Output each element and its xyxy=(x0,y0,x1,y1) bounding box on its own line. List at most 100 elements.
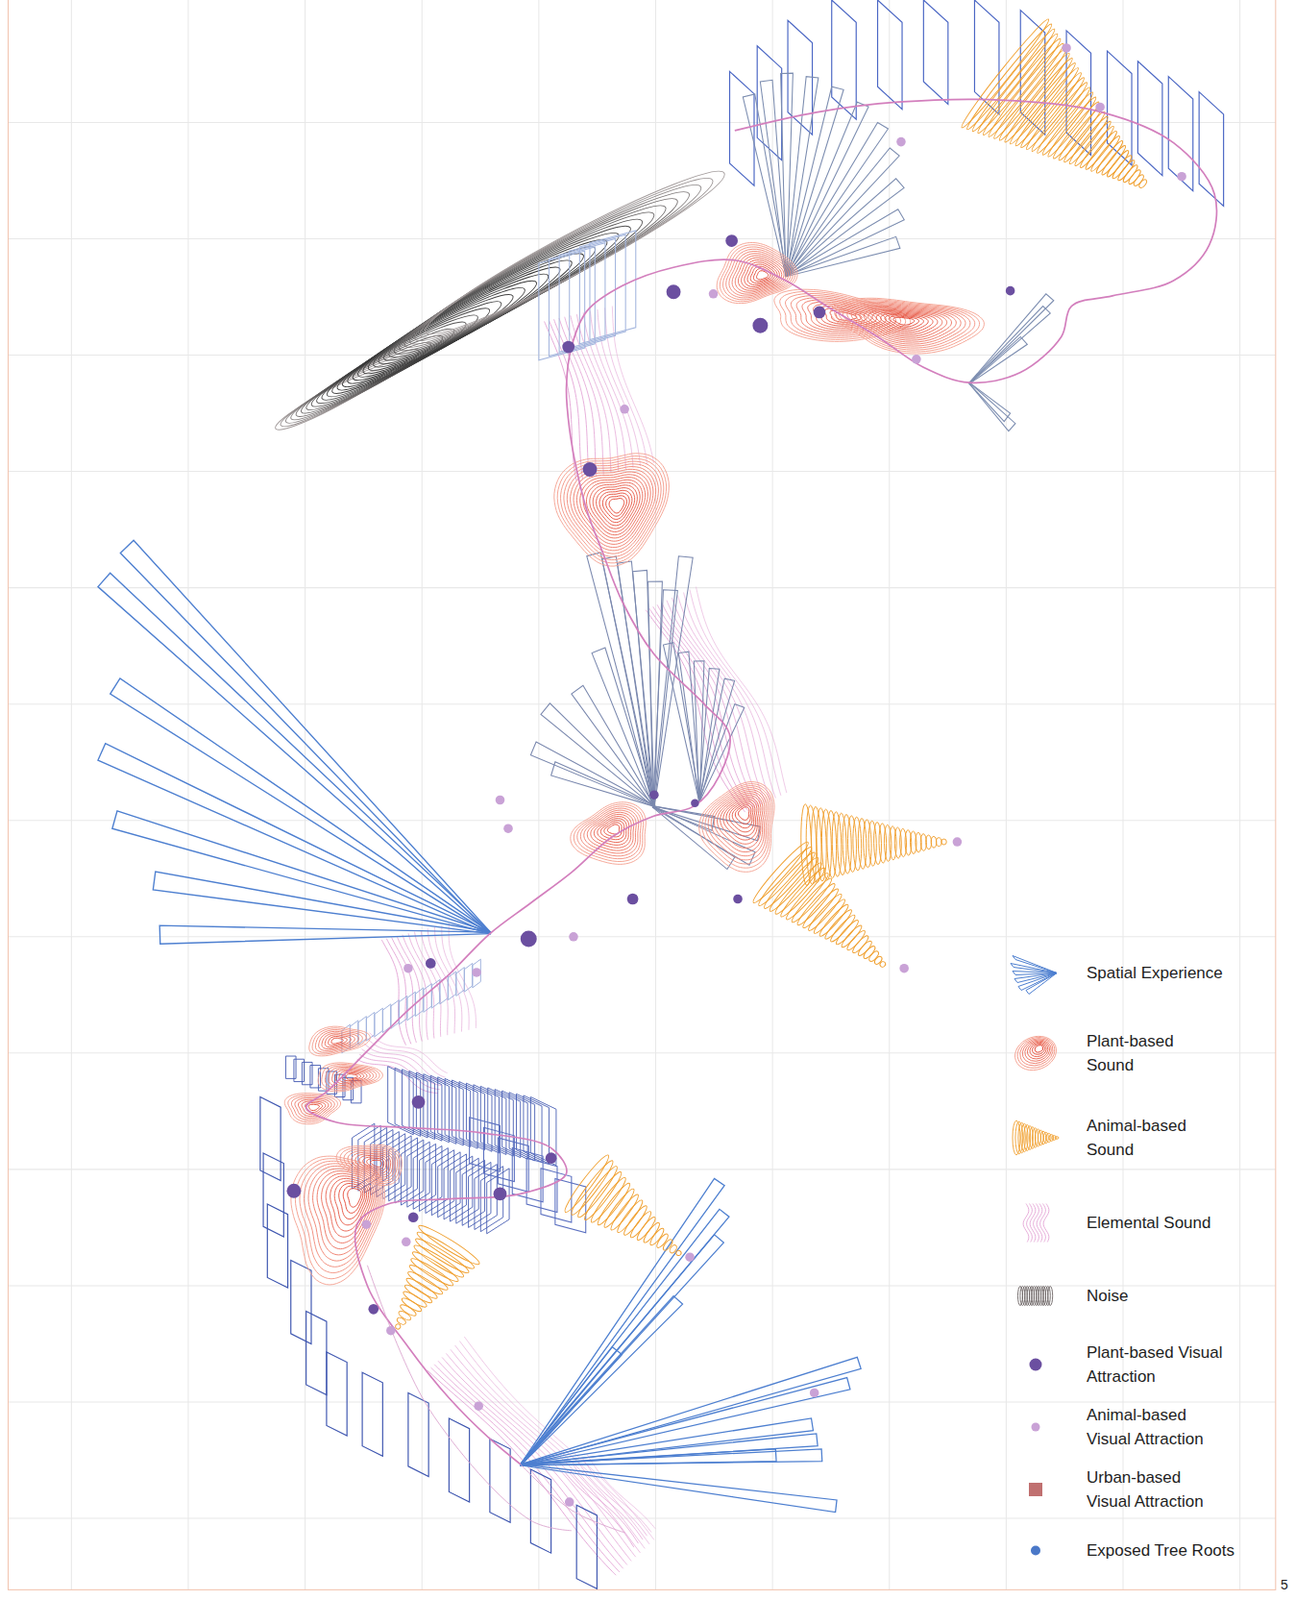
contour xyxy=(324,1034,351,1048)
legend-dot xyxy=(1031,1422,1041,1432)
sound-loop xyxy=(668,1243,679,1254)
swatch-contour xyxy=(1033,1044,1045,1053)
contour xyxy=(599,489,633,522)
spatial-plane xyxy=(520,1234,725,1466)
sound-loop xyxy=(833,917,861,947)
contour xyxy=(847,303,966,347)
contour xyxy=(604,822,622,837)
legend-item: Plant-based Sound xyxy=(1086,1028,1198,1077)
spatial-plane xyxy=(1137,61,1162,176)
spatial-plane xyxy=(97,572,491,933)
swatch-wave xyxy=(1026,1202,1033,1242)
sound-loop xyxy=(845,928,868,952)
sound-loop xyxy=(847,815,857,873)
spatial-plane xyxy=(530,1097,557,1166)
plant-visual-dot xyxy=(367,1303,379,1315)
spatial-plane xyxy=(785,236,901,276)
noise-loop xyxy=(286,341,424,428)
spatial-plane xyxy=(438,1151,461,1218)
contour xyxy=(720,795,761,845)
contour xyxy=(351,1150,393,1177)
plant-based-sound xyxy=(830,297,984,354)
sound-loop xyxy=(403,1282,435,1306)
contour xyxy=(830,297,984,354)
sound-loop xyxy=(839,923,864,950)
contour xyxy=(880,313,929,331)
contour xyxy=(747,264,776,286)
contour xyxy=(347,1188,362,1208)
contour xyxy=(328,1035,348,1046)
contour xyxy=(570,802,647,865)
legend-item: Animal-based Visual Attraction xyxy=(1086,1402,1223,1451)
legend-text: Animal-based Visual Attraction xyxy=(1086,1402,1223,1451)
spatial-plane xyxy=(1198,92,1223,207)
sound-loop xyxy=(415,1221,483,1268)
swatch-wave xyxy=(1043,1202,1050,1242)
contour xyxy=(723,797,759,840)
swatch-wave xyxy=(1029,1202,1036,1242)
sound-loop xyxy=(904,830,912,856)
plant-visual-dot xyxy=(583,462,598,477)
plant-visual-dot xyxy=(666,284,682,299)
spatial-plane xyxy=(559,243,606,353)
animal-visual-dot xyxy=(568,931,579,942)
plant-visual-dot xyxy=(561,341,575,354)
noise-loop xyxy=(295,327,448,422)
page-number: 5 xyxy=(1280,1576,1289,1592)
legend-swatch xyxy=(1006,951,1065,994)
animal-based-sound xyxy=(561,1151,683,1257)
sound-loop xyxy=(401,1289,429,1310)
legend-item: Urban-based Visual Attraction xyxy=(1086,1465,1223,1514)
spatial-experience xyxy=(260,958,598,1589)
contour xyxy=(868,309,943,337)
wave-line xyxy=(564,1472,634,1548)
animal-visual-dot xyxy=(684,1251,695,1262)
spatial-plane xyxy=(969,293,1054,384)
contour xyxy=(753,268,771,281)
animal-visual-dot xyxy=(896,137,906,147)
wave-line xyxy=(427,1369,616,1575)
contour xyxy=(589,482,640,532)
sound-loop xyxy=(1072,119,1113,169)
sound-loop xyxy=(1034,84,1094,156)
contour xyxy=(717,793,763,849)
sound-loop xyxy=(608,1192,641,1233)
contour xyxy=(309,1026,371,1056)
animal-based-sound xyxy=(957,16,1149,190)
contour xyxy=(606,495,628,516)
spatial-plane xyxy=(468,1161,491,1227)
plant-visual-dot xyxy=(425,957,437,969)
sound-loop xyxy=(831,811,843,878)
wave-line xyxy=(402,934,429,1040)
contour xyxy=(723,246,794,300)
plant-visual-dot xyxy=(733,894,743,905)
animal-based-sound xyxy=(749,838,887,969)
wave-line xyxy=(672,597,767,803)
spatial-plane xyxy=(520,1346,623,1466)
spatial-plane xyxy=(520,1417,814,1466)
contour xyxy=(583,477,646,538)
animal-visual-dot xyxy=(952,836,963,847)
contour xyxy=(729,250,789,296)
spatial-plane xyxy=(538,250,586,361)
contour xyxy=(872,311,938,336)
contour xyxy=(602,492,630,519)
plant-based-sound xyxy=(336,1144,402,1185)
spatial-plane xyxy=(472,958,481,988)
sound-loop xyxy=(415,1227,478,1272)
animal-visual-dot xyxy=(495,795,506,806)
spatial-plane xyxy=(969,382,1016,431)
noise-loop xyxy=(306,313,472,416)
sound-loop xyxy=(821,808,832,880)
spatial-plane xyxy=(520,1356,861,1465)
animal-visual-dot xyxy=(708,289,719,299)
spatial-plane xyxy=(520,1448,777,1466)
grid-line xyxy=(7,238,1275,240)
spatial-plane xyxy=(306,1310,327,1394)
contour xyxy=(570,466,657,551)
contour xyxy=(855,305,956,343)
elemental-sound xyxy=(645,586,787,813)
legend-text: Plant-based Sound xyxy=(1086,1028,1198,1077)
legend-text: Noise xyxy=(1086,1283,1128,1308)
plant-visual-dot xyxy=(545,1151,558,1164)
